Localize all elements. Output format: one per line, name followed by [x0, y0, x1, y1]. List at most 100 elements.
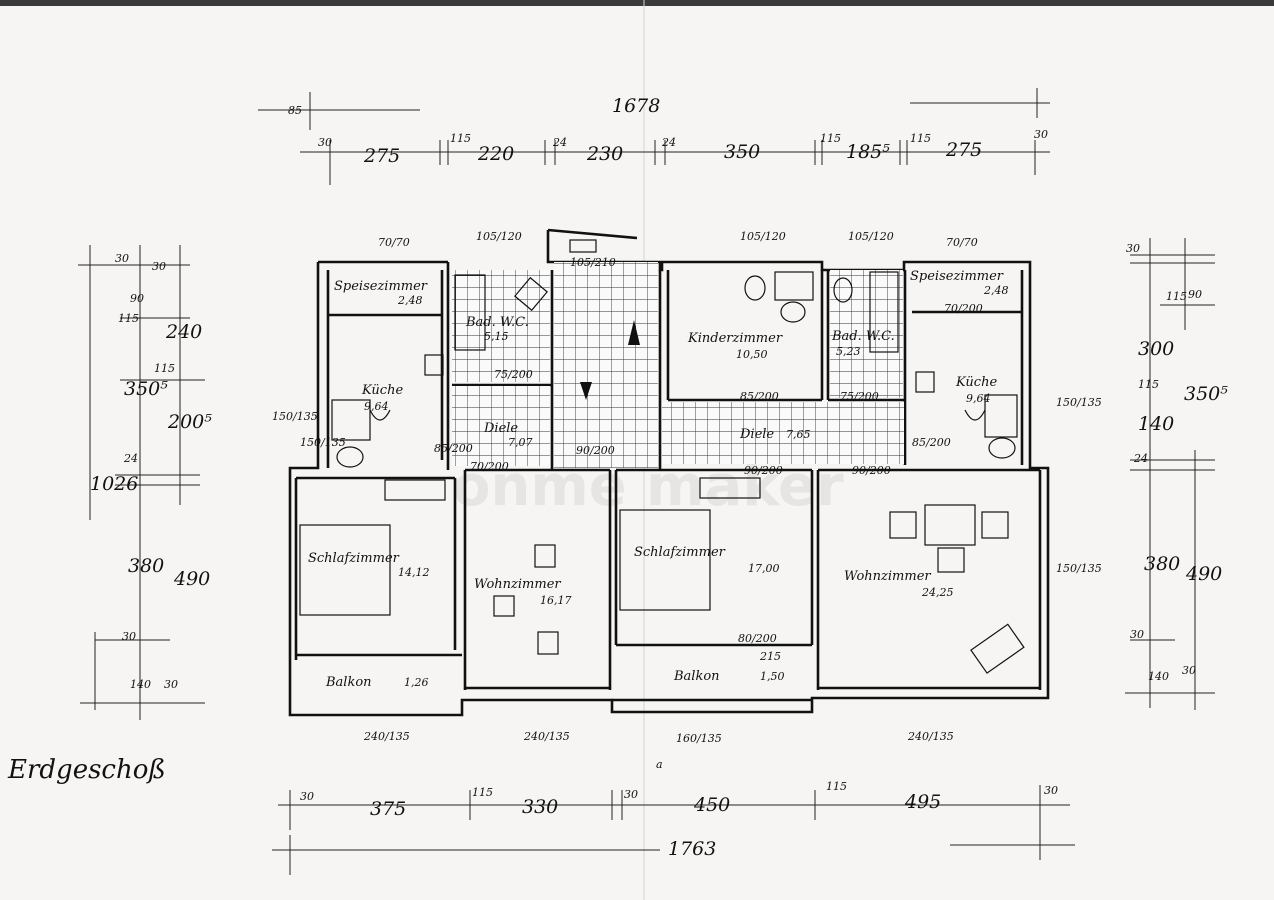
opening-label: 150/135 [1056, 562, 1102, 575]
room-area: 2,48 [397, 294, 423, 307]
left-dim-text: 350⁵ [124, 378, 168, 400]
left-dim-text: 115 [118, 312, 139, 325]
bottom-dim-text: 495 [904, 791, 941, 813]
bottom-dim-text: 30 [624, 788, 638, 801]
opening-label: 150/135 [1056, 396, 1102, 409]
walls [288, 228, 1050, 717]
top-dim-text: 115 [450, 132, 471, 145]
room-name: Balkon [673, 669, 720, 684]
top-left-mark: 85 [288, 104, 302, 117]
room-area: 2,48 [983, 284, 1009, 297]
bottom-dim-text: 30 [1044, 784, 1058, 797]
left-dimension-chain: 30 90 30 115 240 350⁵ 115 200⁵ 24 1026 3… [78, 245, 212, 720]
left-dim-text: 24 [123, 452, 138, 465]
right-dim-text: 140 [1148, 670, 1169, 683]
top-dim-text: 24 [552, 136, 567, 149]
door-label: 70/200 [470, 460, 509, 473]
bottom-dimension-chain: 30 375 115 330 30 450 115 495 30 1763 [272, 780, 1075, 875]
door-label: 85/200 [740, 390, 779, 403]
right-dim-text: 300 [1138, 338, 1174, 360]
opening-label: 240/135 [523, 730, 570, 743]
room-name: Balkon [325, 675, 372, 690]
right-dim-text: 30 [1126, 242, 1140, 255]
room-area: 5,23 [836, 345, 861, 358]
opening-label: 240/135 [907, 730, 954, 743]
room-area: 9,64 [966, 392, 991, 405]
door-labels: 75/200 85/200 75/200 70/200 70/200 85/20… [434, 302, 983, 663]
top-dim-text: 275 [363, 145, 400, 167]
opening-label: 240/135 [363, 730, 410, 743]
room-area: 16,17 [540, 594, 572, 607]
left-dim-text: 30 [115, 252, 129, 265]
bottom-dim-text: 375 [370, 798, 406, 820]
bottom-dim-text: 450 [693, 794, 730, 816]
overall-top-dimension: 1678 [612, 95, 660, 117]
door-label: 90/200 [852, 464, 891, 477]
opening-label: 150/135 [272, 410, 318, 423]
top-dim-text: 275 [945, 139, 982, 161]
door-label: 90/200 [576, 444, 615, 457]
left-dim-text: 200⁵ [167, 411, 212, 433]
furniture [299, 477, 1025, 674]
left-dim-text: 30 [122, 630, 136, 643]
floor-title: Erdgeschoß [7, 755, 166, 785]
door-label: 75/200 [840, 390, 879, 403]
top-dim-text: 30 [1034, 128, 1048, 141]
left-dim-text: 490 [173, 568, 210, 590]
room-name: Schlafzimmer [308, 551, 400, 566]
left-dim-text: 240 [165, 321, 202, 343]
left-dim-text: 115 [154, 362, 175, 375]
bottom-dim-text: 30 [300, 790, 314, 803]
left-dim-text: 380 [128, 555, 164, 577]
opening-labels: 70/70 105/120 105/120 105/120 70/70 105/… [272, 230, 1102, 771]
top-dim-text: 30 [318, 136, 332, 149]
room-name: Diele [483, 421, 518, 436]
room-area: 9,64 [364, 400, 389, 413]
opening-label: 70/70 [946, 236, 978, 249]
tiled-floors [452, 262, 904, 468]
left-dim-text: 90 [130, 292, 144, 305]
room-labels: Speisezimmer 2,48 Bad. W.C. 5,15 Kinderz… [308, 269, 1009, 690]
right-dim-text: 30 [1130, 628, 1144, 641]
room-area: 10,50 [736, 348, 768, 361]
right-dim-text: 90 [1188, 288, 1202, 301]
room-name: Speisezimmer [910, 269, 1004, 284]
room-area: 24,25 [921, 586, 954, 599]
door-label: 85/200 [912, 436, 951, 449]
room-name: Bad. W.C. [465, 315, 529, 330]
bottom-dim-text: 115 [826, 780, 847, 793]
room-name: Diele [739, 427, 774, 442]
left-dim-text: 140 [130, 678, 151, 691]
opening-label: 160/135 [676, 732, 722, 745]
room-area: 1,50 [760, 670, 785, 683]
room-area: 1,26 [404, 676, 429, 689]
opening-label: 105/120 [848, 230, 894, 243]
room-name: Wohnzimmer [474, 577, 561, 592]
left-dim-text: 30 [164, 678, 178, 691]
top-dim-text: 230 [586, 143, 623, 165]
right-dim-text: 380 [1144, 553, 1180, 575]
room-name: Kinderzimmer [687, 331, 783, 346]
door-label: 215 [759, 650, 781, 663]
left-dim-text: 30 [152, 260, 166, 273]
top-dim-text: 185⁵ [846, 141, 890, 163]
overall-left-dimension: 1026 [90, 473, 138, 495]
right-dim-text: 140 [1138, 413, 1174, 435]
opening-label: 105/120 [476, 230, 522, 243]
top-dim-text: 220 [477, 143, 514, 165]
bottom-dim-text: 330 [522, 796, 558, 818]
overall-bottom-dimension: 1763 [668, 838, 716, 860]
fixtures [331, 239, 1018, 468]
room-name: Wohnzimmer [844, 569, 931, 584]
stair-dimension: 105/210 [570, 256, 616, 269]
door-label: 90/200 [744, 464, 783, 477]
right-dim-text: 115 [1166, 290, 1187, 303]
room-area: 7,07 [508, 436, 533, 449]
section-mark: a [656, 758, 663, 771]
right-dim-text: 24 [1133, 452, 1148, 465]
room-area: 7,65 [786, 428, 811, 441]
room-name: Küche [361, 383, 403, 398]
top-dim-text: 115 [820, 132, 841, 145]
